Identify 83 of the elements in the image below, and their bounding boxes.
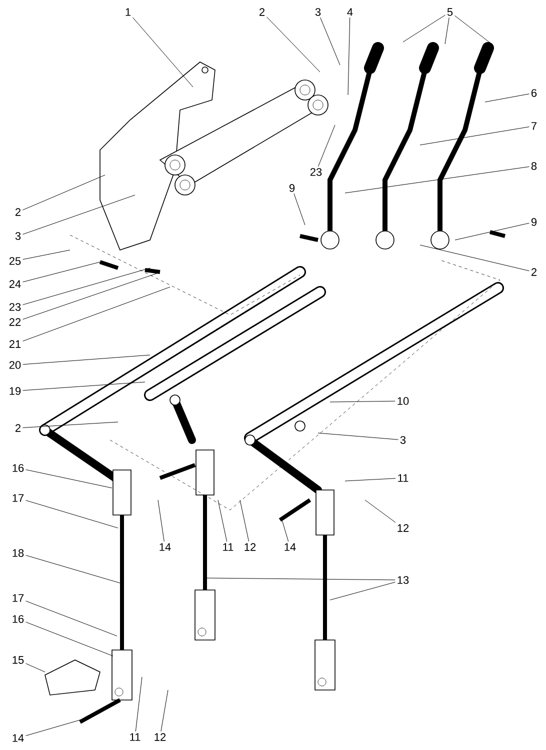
callout-number: 22	[9, 318, 21, 326]
callout-number: 11	[130, 733, 140, 741]
callout-number: 5	[447, 8, 453, 16]
leader-line	[454, 15, 494, 46]
leader-line	[22, 250, 70, 260]
callout-number: 3	[15, 232, 21, 240]
leader-line	[402, 14, 446, 42]
callout-number: 23	[310, 168, 322, 176]
callout-number: 9	[289, 184, 295, 192]
callout-number: 14	[160, 543, 171, 551]
leader-line	[22, 194, 136, 235]
callout-number: 3	[315, 8, 321, 16]
callout-number: 13	[398, 576, 409, 584]
callout-number: 6	[532, 89, 537, 97]
callout-number: 25	[9, 257, 21, 265]
callout-number: 15	[12, 656, 24, 664]
leader-line	[330, 582, 396, 600]
leader-line	[364, 500, 396, 523]
callout-number: 1	[126, 8, 131, 16]
callout-number: 12	[154, 733, 166, 741]
callout-number: 23	[9, 303, 21, 311]
leader-line	[444, 17, 450, 44]
leader-line	[318, 432, 398, 440]
leader-line	[318, 124, 336, 167]
leader-line	[218, 500, 228, 542]
callout-number: 16	[12, 464, 24, 472]
leader-line	[22, 422, 118, 428]
callout-number: 11	[398, 474, 408, 482]
callout-number: 2	[16, 424, 20, 432]
leader-line	[484, 94, 530, 102]
callout-number: 14	[284, 543, 296, 551]
leader-line	[158, 500, 164, 542]
leader-line	[420, 244, 530, 272]
leader-line	[240, 500, 250, 542]
leader-line	[22, 286, 170, 342]
callout-number: 24	[9, 280, 21, 288]
callout-number: 2	[259, 8, 264, 16]
leader-line	[26, 622, 114, 656]
leader-line	[348, 17, 350, 96]
leader-line	[320, 17, 340, 66]
leader-line	[26, 600, 118, 636]
callout-number: 18	[12, 549, 24, 557]
leader-line	[454, 222, 530, 240]
leader-line	[26, 720, 80, 736]
callout-number: 7	[532, 122, 536, 130]
leader-line	[26, 500, 118, 528]
leader-line	[330, 400, 396, 402]
callout-number: 10	[398, 397, 409, 405]
leader-line	[266, 16, 320, 72]
callout-number: 9	[531, 218, 537, 226]
callout-number: 4	[347, 8, 353, 16]
leader-line	[294, 193, 306, 226]
leader-line	[26, 469, 112, 488]
leader-line	[26, 663, 46, 672]
callout-number: 8	[531, 162, 537, 170]
leader-line	[22, 272, 158, 320]
callout-number: 14	[12, 734, 24, 742]
leader-line	[22, 174, 106, 210]
callout-number: 11	[223, 543, 234, 551]
callout-number: 17	[12, 494, 24, 502]
leader-line	[282, 520, 289, 542]
leader-line	[132, 17, 194, 88]
leader-line	[160, 690, 168, 732]
callout-number: 12	[244, 543, 256, 551]
callout-number: 20	[9, 361, 21, 369]
callout-number: 21	[9, 340, 21, 348]
callout-number: 2	[531, 268, 536, 276]
leader-line	[22, 382, 146, 391]
callout-number: 16	[12, 615, 24, 623]
callout-number: 17	[12, 594, 24, 602]
leader-line	[344, 478, 396, 482]
leader-line	[22, 268, 150, 305]
callout-number: 2	[16, 208, 20, 216]
leader-line	[204, 578, 396, 580]
leader-line	[22, 354, 150, 365]
leader-line	[135, 676, 142, 732]
callout-number: 3	[400, 436, 406, 444]
leader-line	[420, 126, 530, 146]
callout-number: 12	[398, 524, 409, 532]
leader-line	[26, 555, 120, 584]
callout-number: 19	[10, 387, 21, 395]
leader-line	[344, 166, 530, 194]
leader-line	[22, 262, 100, 282]
